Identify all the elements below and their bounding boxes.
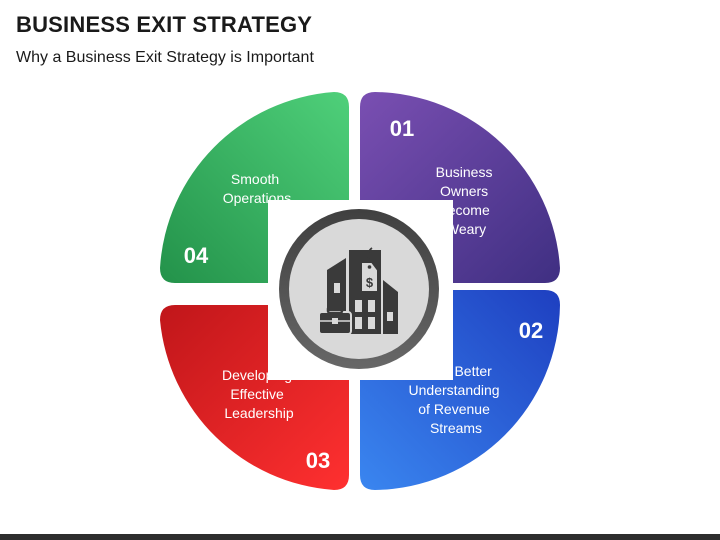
svg-text:$: $ [366,275,374,290]
page-subtitle: Why a Business Exit Strategy is Importan… [16,49,314,66]
building-with-price-tag-and-briefcase-icon: $ [318,247,398,335]
segment-02-number: 02 [519,318,543,343]
segment-03: 03 Developing Effective Leadership [160,305,349,490]
segment-04-number: 04 [184,243,209,268]
segment-03-number: 03 [306,448,330,473]
segment-01-label: Business Owners Become Weary [436,164,497,237]
bottom-bar [0,534,720,540]
segment-04-label: Smooth Operations [223,171,291,206]
segment-02: 02 Get a Better Understanding of Revenue… [360,290,560,490]
segment-01-number: 01 [390,116,414,141]
segment-03-label: Developing Effective Leadership [222,367,296,421]
segment-04: 04 Smooth Operations [160,92,349,283]
segment-01: 01 Business Owners Become Weary [360,92,560,283]
segment-02-label: Get a Better Understanding of Revenue St… [409,363,504,436]
page-title: BUSINESS EXIT STRATEGY [16,12,313,37]
